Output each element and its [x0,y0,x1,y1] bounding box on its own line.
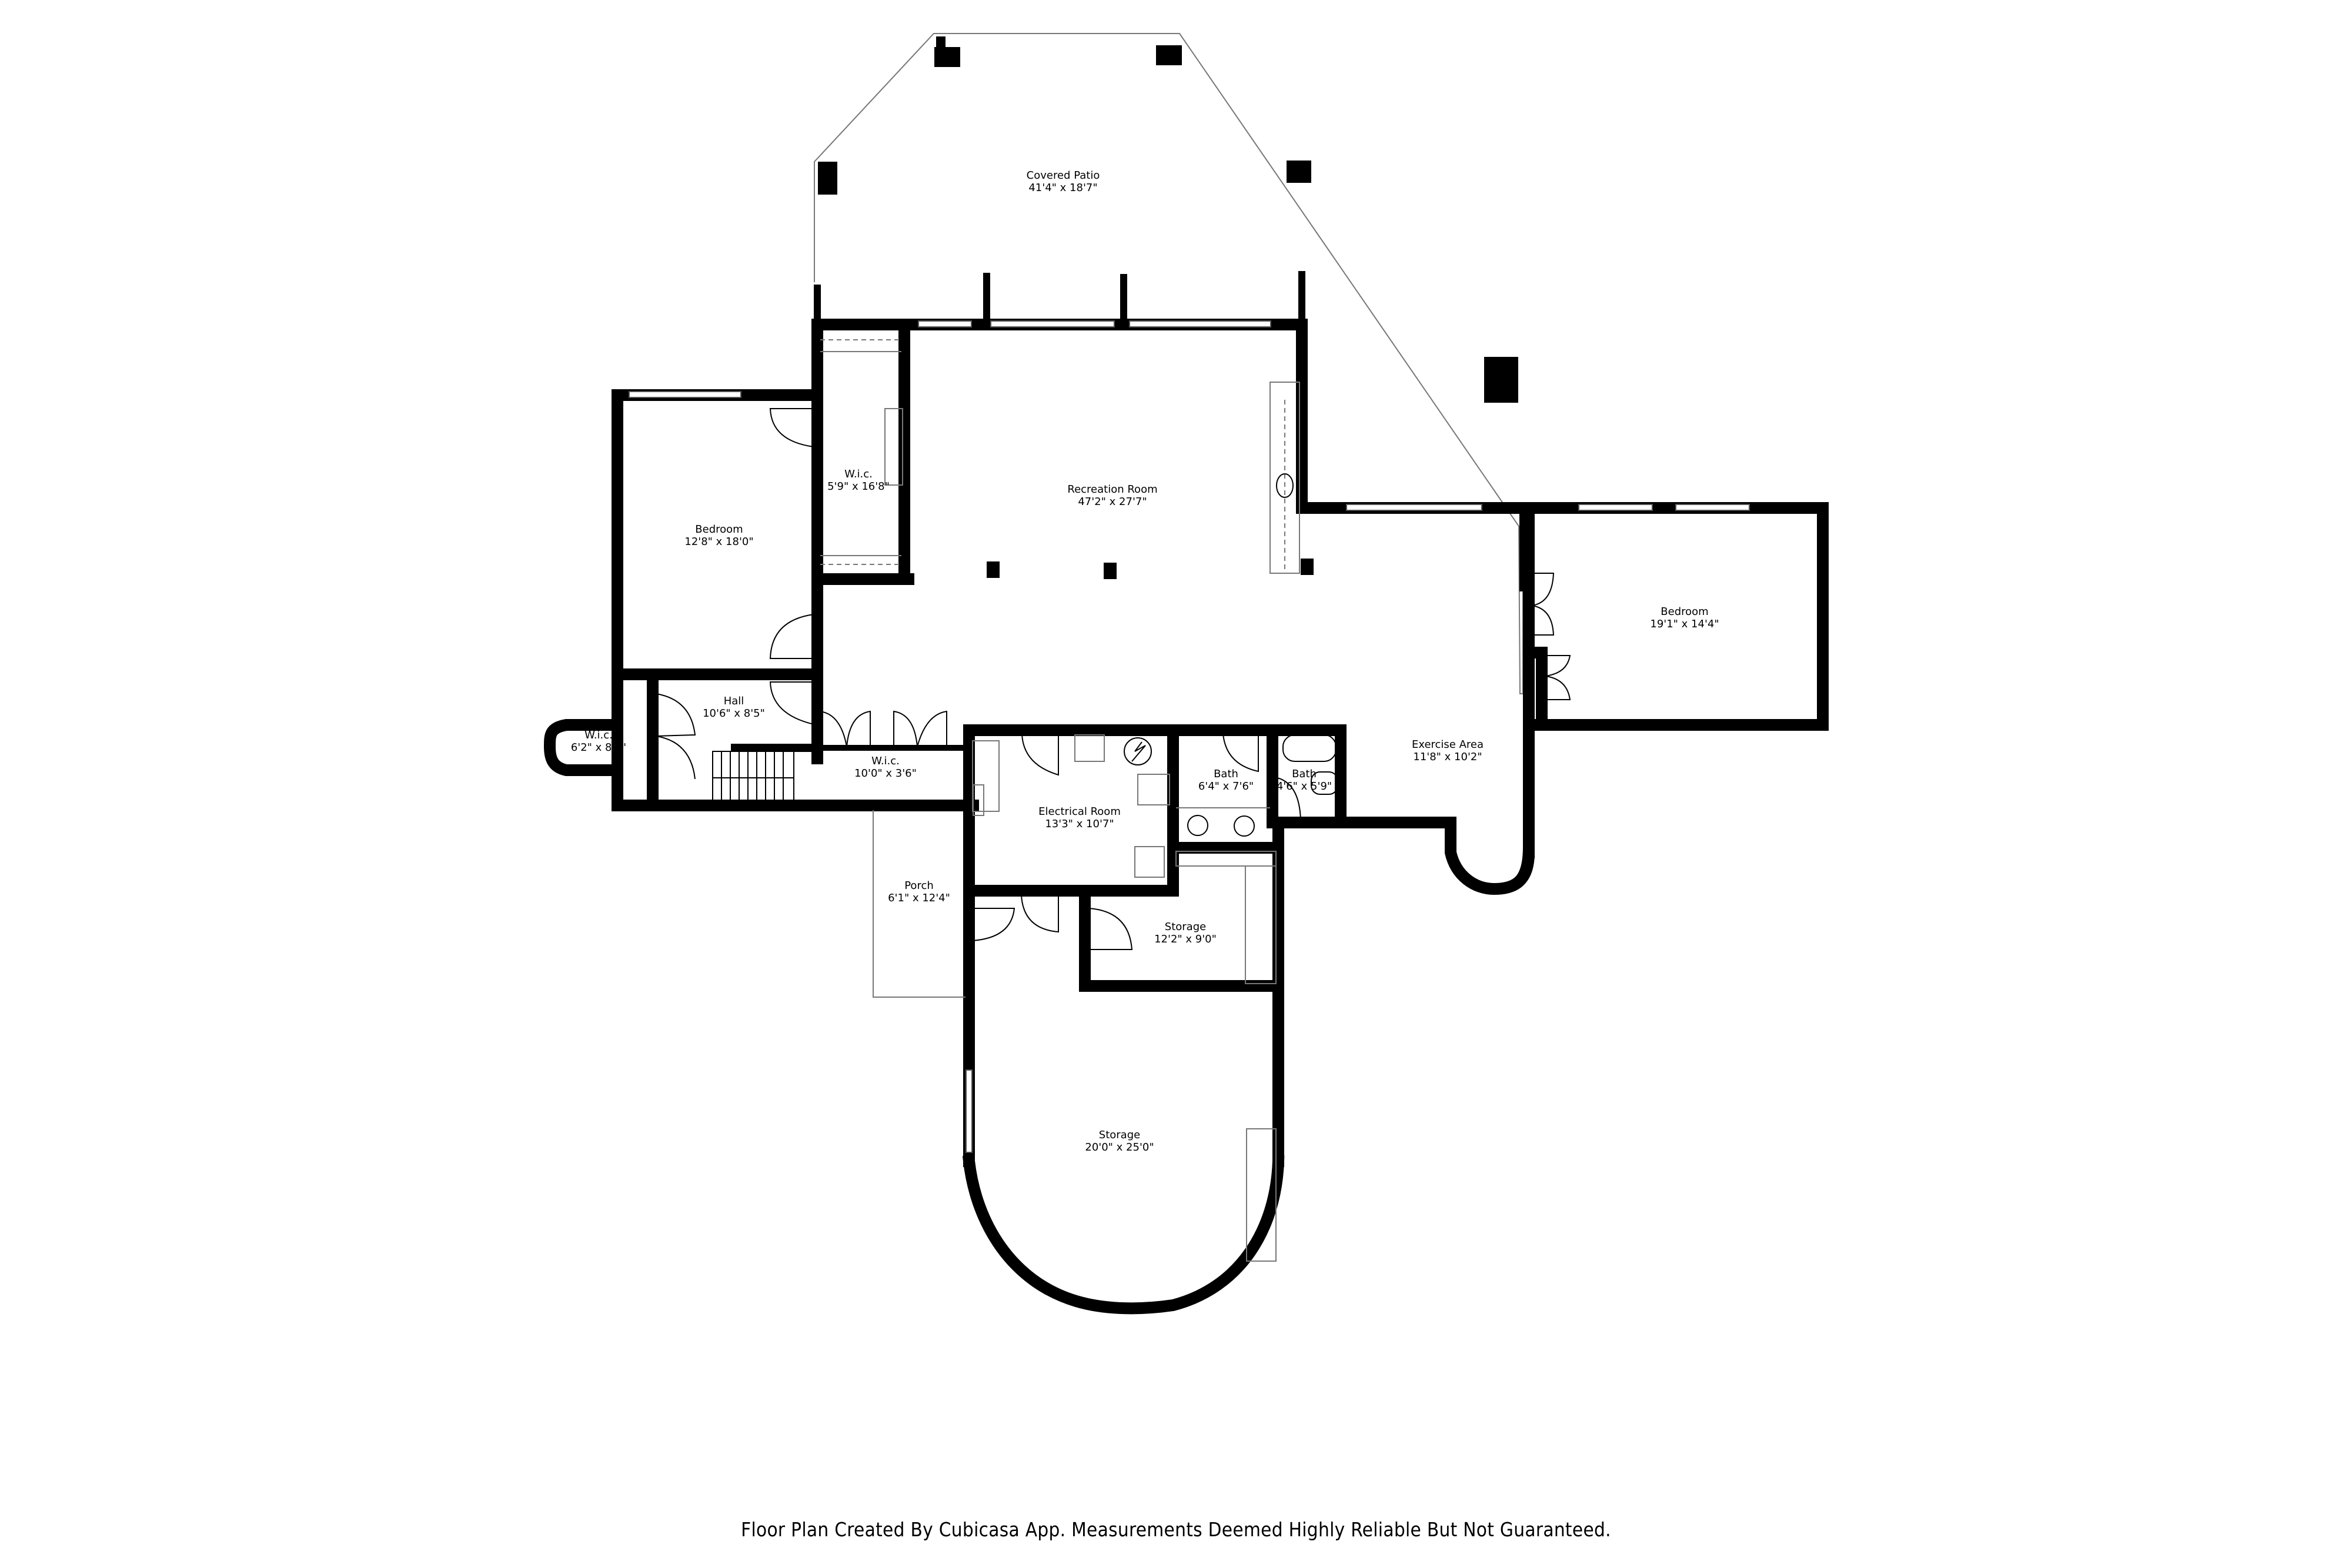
room-name: Porch [904,880,934,892]
room-name: W.i.c. [871,755,900,767]
electrical-fixtures [972,734,1170,878]
storage-shelf [1246,1128,1277,1262]
walls [543,319,1829,1315]
room-dimensions: 6'4" x 7'6" [1198,780,1254,793]
room-name: Exercise Area [1411,738,1484,751]
bath-fixtures [1175,734,1338,984]
room-dimensions: 6'1" x 12'4" [888,892,950,904]
room-label-covered-patio: Covered Patio 41'4" x 18'7" [1027,169,1100,194]
doors [656,408,1571,950]
room-name: W.i.c. [844,468,873,480]
room-name: Storage [1098,1129,1141,1141]
room-label-storage-small: Storage 12'2" x 9'0" [1154,921,1217,945]
room-label-bath-large: Bath 6'4" x 7'6" [1198,768,1254,793]
room-dimensions: 12'2" x 9'0" [1154,933,1217,945]
room-dimensions: 41'4" x 18'7" [1028,182,1098,194]
room-label-bath-small: Bath 4'6" x 5'9" [1277,768,1332,793]
room-dimensions: 11'8" x 10'2" [1413,751,1482,763]
room-name: Recreation Room [1067,483,1158,496]
wic-shelving [820,339,903,565]
room-label-porch: Porch 6'1" x 12'4" [888,880,950,904]
room-name: Bath [1292,768,1317,780]
room-dimensions: 6'2" x 8'5" [570,741,627,754]
covered-patio-outline [814,33,1524,694]
room-label-wic-west: W.i.c. 6'2" x 8'5" [571,729,626,754]
room-name: Storage [1164,921,1207,933]
room-name: Hall [723,695,744,707]
room-name: Covered Patio [1026,169,1100,182]
room-dimensions: 10'0" x 3'6" [854,767,917,780]
room-label-exercise-area: Exercise Area 11'8" x 10'2" [1412,738,1484,763]
room-dimensions: 10'6" x 8'5" [703,707,765,720]
room-name: Electrical Room [1038,805,1121,818]
room-label-bedroom-west: Bedroom 12'8" x 18'0" [684,523,753,548]
room-name: Bedroom [695,523,743,536]
room-name: W.i.c. [584,729,613,741]
room-label-electrical-room: Electrical Room 13'3" x 10'7" [1038,805,1121,830]
room-label-bedroom-east: Bedroom 19'1" x 14'4" [1650,606,1719,630]
windows [629,320,1750,1153]
room-label-recreation-room: Recreation Room 47'2" x 27'7" [1067,483,1157,508]
room-label-hall: Hall 10'6" x 8'5" [703,695,765,720]
room-dimensions: 13'3" x 10'7" [1045,818,1114,830]
porch-outline [873,810,965,998]
room-label-wic-upper: W.i.c. 5'9" x 16'8" [827,468,890,493]
rec-room-columns [987,559,1314,579]
bar-counter [1269,382,1300,574]
room-dimensions: 47'2" x 27'7" [1078,496,1147,508]
room-dimensions: 12'8" x 18'0" [684,536,754,548]
room-dimensions: 4'6" x 5'9" [1276,780,1332,793]
room-label-storage-large: Storage 20'0" x 25'0" [1085,1129,1154,1154]
room-dimensions: 5'9" x 16'8" [827,480,890,493]
room-label-wic-hall: W.i.c. 10'0" x 3'6" [854,755,917,780]
room-dimensions: 19'1" x 14'4" [1650,618,1719,630]
room-name: Bedroom [1661,606,1709,618]
room-dimensions: 20'0" x 25'0" [1085,1141,1154,1154]
room-name: Bath [1214,768,1238,780]
disclaimer-footer: Floor Plan Created By Cubicasa App. Meas… [741,1518,1611,1541]
stairs [712,751,794,804]
patio-posts [818,36,1518,403]
